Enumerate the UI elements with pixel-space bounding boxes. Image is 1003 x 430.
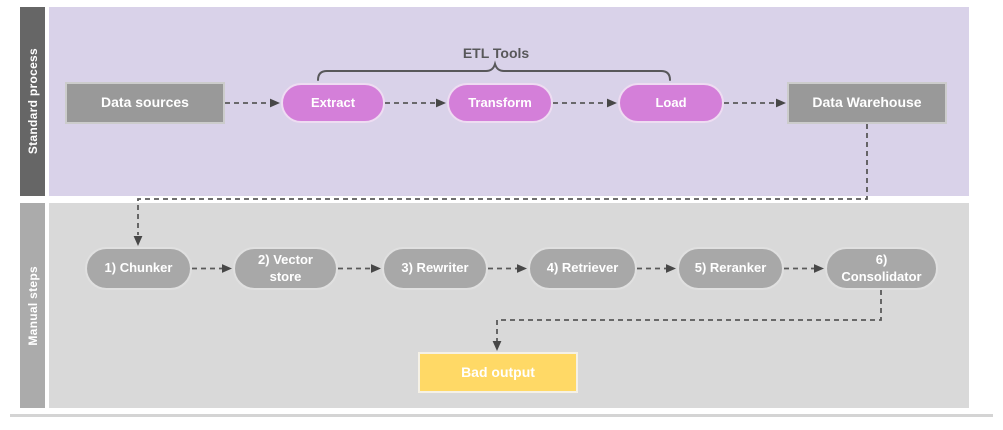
node-vector-store: 2) Vector store	[233, 247, 338, 290]
etl-tools-brace	[317, 60, 671, 81]
node-data-sources: Data sources	[65, 82, 225, 124]
lane-bar-standard-process: Standard process	[20, 7, 45, 196]
node-bad-output: Bad output	[418, 352, 578, 393]
arrow-consolidator-badoutput	[496, 290, 882, 341]
node-reranker: 5) Reranker	[677, 247, 784, 290]
node-retriever: 4) Retriever	[528, 247, 637, 290]
node-rewriter: 3) Rewriter	[382, 247, 488, 290]
arrow-warehouse-chunker	[137, 124, 868, 235]
node-extract: Extract	[281, 83, 385, 123]
node-data-warehouse: Data Warehouse	[787, 82, 947, 124]
arrowheads	[133, 98, 824, 351]
node-consolidator: 6) Consolidator	[825, 247, 938, 290]
lane-bar-manual-steps: Manual steps	[20, 203, 45, 408]
node-load: Load	[618, 83, 724, 123]
node-chunker: 1) Chunker	[85, 247, 192, 290]
node-transform: Transform	[447, 83, 553, 123]
canvas-bottom-border	[10, 414, 993, 417]
etl-tools-label: ETL Tools	[462, 45, 530, 61]
